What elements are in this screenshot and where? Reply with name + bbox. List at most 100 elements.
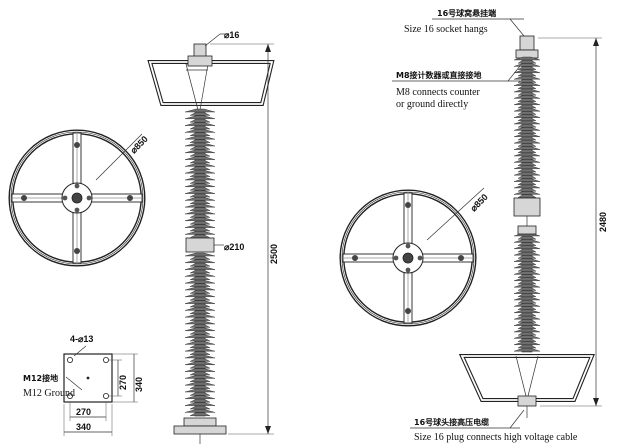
- insulator-shed: [184, 136, 216, 140]
- insulator-shed: [517, 168, 537, 173]
- insulator-shed: [184, 231, 216, 235]
- insulator-shed: [517, 280, 537, 285]
- insulator-shed: [189, 371, 211, 376]
- insulator-shed: [513, 184, 541, 189]
- insulator-shed: [513, 245, 541, 249]
- insulator-shed: [184, 395, 216, 399]
- base-holes-label: 4-⌀13: [70, 334, 93, 344]
- insulator-shed: [184, 142, 216, 147]
- insulator-shed: [513, 322, 541, 326]
- right-m8-en-line2: or ground directly: [396, 99, 468, 110]
- left-shed-column: [184, 108, 216, 417]
- insulator-shed: [189, 200, 211, 204]
- insulator-shed: [189, 112, 211, 116]
- insulator-shed: [189, 125, 211, 130]
- insulator-shed: [189, 392, 211, 396]
- right-bottom-en-label: Size 16 plug connects high voltage cable: [414, 432, 578, 443]
- right-socket-fitting: [519, 35, 535, 51]
- insulator-shed: [517, 248, 537, 253]
- insulator-shed: [513, 146, 541, 150]
- insulator-shed: [189, 405, 211, 410]
- insulator-shed: [513, 277, 541, 281]
- insulator-shed: [184, 348, 216, 352]
- insulator-shed: [513, 252, 541, 256]
- insulator-shed: [517, 143, 537, 147]
- insulator-shed: [184, 300, 216, 304]
- insulator-shed: [189, 269, 211, 274]
- insulator-shed: [184, 252, 216, 257]
- insulator-shed: [517, 130, 537, 134]
- insulator-shed: [513, 335, 541, 339]
- insulator-shed: [184, 361, 216, 365]
- insulator-shed: [184, 115, 216, 119]
- insulator-shed: [189, 207, 211, 211]
- insulator-shed: [513, 341, 541, 345]
- insulator-shed: [517, 293, 537, 297]
- base-plate-view: 4-⌀13 M12接地 M12 Ground 270 340 270 340: [23, 334, 144, 436]
- insulator-shed: [184, 382, 216, 386]
- insulator-shed: [184, 273, 216, 277]
- insulator-shed: [189, 180, 211, 184]
- insulator-shed: [189, 283, 211, 287]
- insulator-shed: [189, 119, 211, 123]
- insulator-shed: [189, 331, 211, 335]
- insulator-shed: [184, 375, 216, 379]
- insulator-shed: [513, 348, 541, 352]
- insulator-shed: [189, 132, 211, 136]
- insulator-shed: [517, 124, 537, 128]
- insulator-shed: [517, 194, 537, 198]
- insulator-shed: [517, 85, 537, 89]
- insulator-shed: [184, 402, 216, 406]
- insulator-shed: [189, 166, 211, 170]
- insulator-shed: [513, 178, 541, 182]
- right-top-en-label: Size 16 socket hangs: [404, 24, 488, 35]
- ring-diameter-leader: [95, 133, 143, 181]
- insulator-shed: [517, 104, 537, 109]
- insulator-shed: [184, 217, 216, 221]
- insulator-shed: [517, 181, 537, 185]
- right-ring-top-view: ⌀850: [339, 187, 490, 327]
- insulator-shed: [189, 187, 211, 191]
- left-total-height-label: 2500: [269, 244, 279, 264]
- insulator-shed: [517, 236, 537, 240]
- insulator-shed: [513, 159, 541, 163]
- insulator-shed: [517, 274, 537, 278]
- insulator-shed: [517, 175, 537, 179]
- insulator-shed: [189, 351, 211, 355]
- insulator-shed: [517, 300, 537, 304]
- hub-center-bolt: [71, 192, 83, 204]
- insulator-shed: [517, 149, 537, 153]
- insulator-shed: [513, 258, 541, 262]
- insulator-shed: [189, 153, 211, 157]
- insulator-shed: [184, 190, 216, 194]
- insulator-shed: [513, 69, 541, 73]
- insulator-shed: [184, 307, 216, 311]
- insulator-shed: [517, 338, 537, 342]
- insulator-shed: [184, 327, 216, 331]
- insulator-shed: [517, 60, 537, 64]
- insulator-shed: [184, 388, 216, 393]
- insulator-shed: [513, 239, 541, 243]
- insulator-shed: [517, 136, 537, 141]
- insulator-shed: [184, 176, 216, 181]
- insulator-shed: [517, 344, 537, 349]
- insulator-shed: [184, 354, 216, 359]
- insulator-shed: [517, 111, 537, 115]
- insulator-shed: [513, 108, 541, 112]
- insulator-shed: [189, 227, 211, 232]
- insulator-shed: [517, 319, 537, 323]
- insulator-shed: [189, 173, 211, 177]
- left-middle-flange: [185, 237, 215, 253]
- insulator-shed: [513, 120, 541, 125]
- insulator-shed: [517, 261, 537, 265]
- insulator-shed: [189, 297, 211, 301]
- insulator-shed: [189, 337, 211, 342]
- right-m8-cn-label: M8接计数器或直接接地: [396, 70, 482, 80]
- insulator-shed: [189, 263, 211, 267]
- insulator-shed: [189, 310, 211, 314]
- base-inner-height-label: 270: [118, 375, 128, 390]
- base-ground-en-label: M12 Ground: [23, 388, 75, 399]
- insulator-shed: [513, 290, 541, 294]
